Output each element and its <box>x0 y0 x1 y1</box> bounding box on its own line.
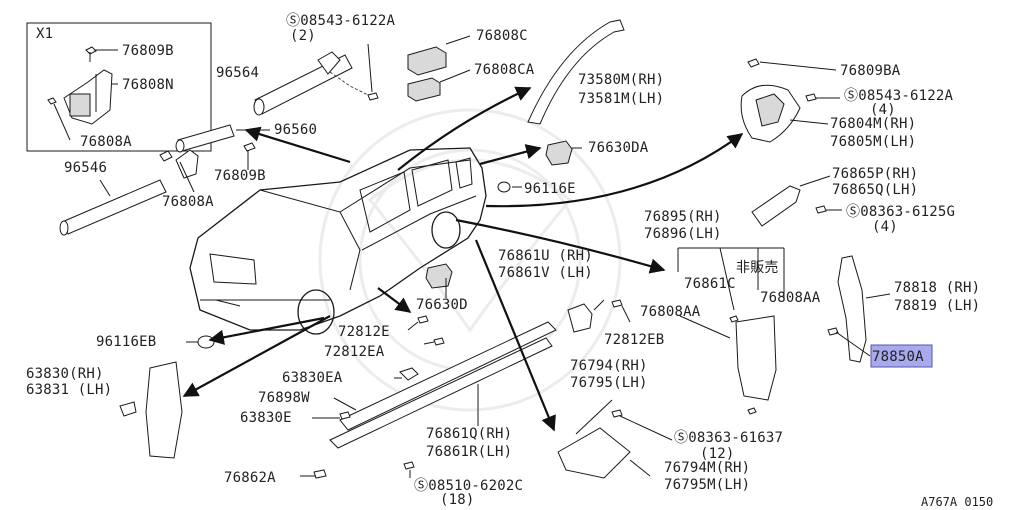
label-76808A: 76808A <box>162 194 214 210</box>
label-78818: 78818 (RH) <box>894 280 980 296</box>
label-76808AA-right: 76808AA <box>760 290 821 306</box>
label-76808A-inset: 76808A <box>80 134 132 150</box>
label-76898W: 76898W <box>258 390 310 406</box>
diagram-ref-code: A767A 0150 <box>921 495 993 509</box>
label-08543-6122A-right: Ⓢ08543-6122A <box>844 88 953 104</box>
label-76804M: 76804M(RH) <box>830 116 916 132</box>
label-76861R: 76861R(LH) <box>426 444 512 460</box>
label-08363-61637-qty: (12) <box>700 446 735 462</box>
label-08543-qty-top: (2) <box>290 28 316 44</box>
label-76861V: 76861V (LH) <box>498 265 593 281</box>
label-76809B-mid: 76809B <box>214 168 266 184</box>
label-08363-6125G: Ⓢ08363-6125G <box>846 204 955 220</box>
label-76808C: 76808C <box>476 28 528 44</box>
label-96546: 96546 <box>64 160 107 176</box>
label-leaders <box>53 35 891 478</box>
label-76630DA: 76630DA <box>588 140 649 156</box>
label-08543-qty-right: (4) <box>870 102 896 118</box>
inset-x1-label: X1 <box>36 26 53 42</box>
label-96564: 96564 <box>216 65 259 81</box>
label-63831: 63831 (LH) <box>26 382 112 398</box>
label-78819: 78819 (LH) <box>894 298 980 314</box>
part-labels: 76809B 76808N 76808A Ⓢ08543-6122A (2) 96… <box>26 13 993 509</box>
highlighted-part-box <box>870 344 933 368</box>
label-76630D: 76630D <box>416 297 468 313</box>
label-76808N: 76808N <box>122 77 174 93</box>
part-sketches <box>59 19 867 479</box>
label-73580M: 73580M(RH) <box>578 72 664 88</box>
label-08363-6125G-qty: (4) <box>872 219 898 235</box>
label-76896: 76896(LH) <box>644 226 722 242</box>
label-76861U: 76861U (RH) <box>498 248 593 264</box>
label-08363-61637: Ⓢ08363-61637 <box>674 430 783 446</box>
label-not-for-sale: 非販売 <box>736 260 779 276</box>
label-63830E: 63830E <box>240 410 292 426</box>
label-96116E: 96116E <box>524 181 576 197</box>
label-76865Q: 76865Q(LH) <box>832 182 918 198</box>
label-76861C: 76861C <box>684 276 736 292</box>
label-72812EA: 72812EA <box>324 344 385 360</box>
label-96560: 96560 <box>274 122 317 138</box>
label-76865P: 76865P(RH) <box>832 166 918 182</box>
label-76861Q: 76861Q(RH) <box>426 426 512 442</box>
label-76862A: 76862A <box>224 470 276 486</box>
label-78850A: 78850A <box>872 349 924 365</box>
label-76808CA: 76808CA <box>474 62 535 78</box>
label-08543-6122A-top: Ⓢ08543-6122A <box>286 13 395 29</box>
label-76808AA-left: 76808AA <box>640 304 701 320</box>
label-63830: 63830(RH) <box>26 366 104 382</box>
label-76809B-top: 76809B <box>122 43 174 59</box>
inset-x1-box: X1 <box>26 22 212 152</box>
label-08510-qty: (18) <box>440 492 475 508</box>
label-73581M: 73581M(LH) <box>578 91 664 107</box>
label-76895: 76895(RH) <box>644 209 722 225</box>
label-76809BA: 76809BA <box>840 63 901 79</box>
label-76794: 76794(RH) <box>570 358 648 374</box>
label-72812EB: 72812EB <box>604 332 664 348</box>
label-76805M: 76805M(LH) <box>830 134 916 150</box>
label-08510-6202C: Ⓢ08510-6202C <box>414 478 523 494</box>
car-body <box>189 147 487 335</box>
label-76795M: 76795M(LH) <box>664 477 750 493</box>
leader-arrows <box>182 86 744 432</box>
label-76794M: 76794M(RH) <box>664 460 750 476</box>
label-96116EB: 96116EB <box>96 334 156 350</box>
label-72812E: 72812E <box>338 324 390 340</box>
label-76795: 76795(LH) <box>570 375 648 391</box>
label-63830EA: 63830EA <box>282 370 343 386</box>
